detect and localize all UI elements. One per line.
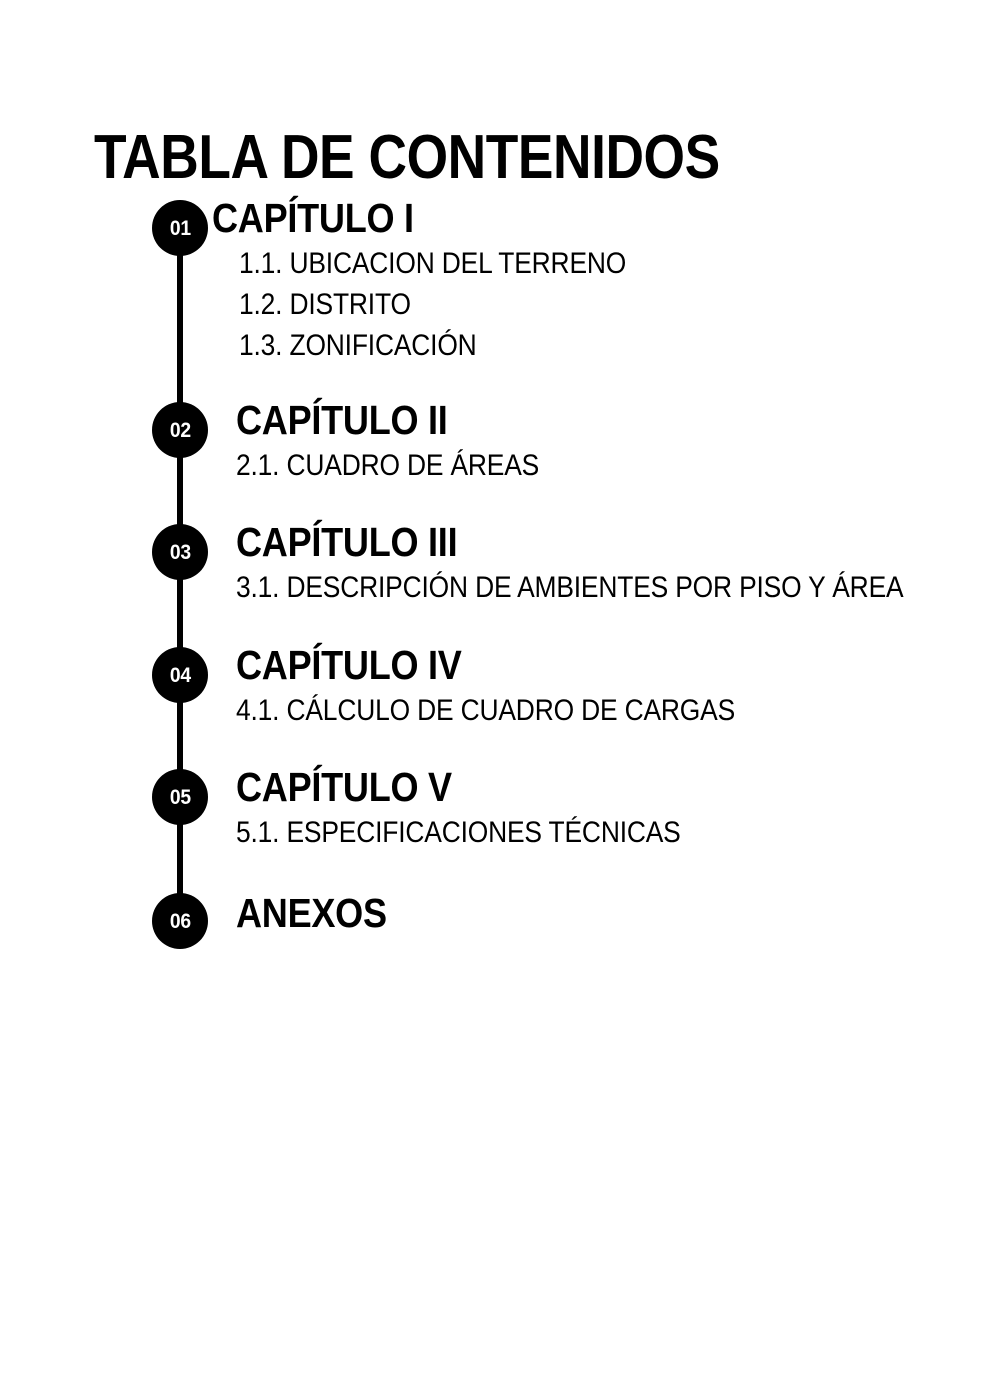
chapter-number-01: 01 — [169, 216, 191, 240]
chapter-content-03: CAPÍTULO III 3.1. DESCRIPCIÓN DE AMBIENT… — [236, 520, 984, 608]
chapter-title-02[interactable]: CAPÍTULO II — [236, 397, 448, 443]
chapter-title-01[interactable]: CAPÍTULO I — [212, 195, 414, 241]
chapter-content-06: ANEXOS — [236, 891, 407, 936]
chapter-marker-06[interactable]: 06 — [152, 893, 208, 949]
chapter-number-04: 04 — [169, 663, 191, 687]
chapter-subitems-02: 2.1. CUADRO DE ÁREAS — [236, 445, 580, 486]
chapter-content-04: CAPÍTULO IV 4.1. CÁLCULO DE CUADRO DE CA… — [236, 643, 803, 731]
chapter-content-02: CAPÍTULO II 2.1. CUADRO DE ÁREAS — [236, 398, 580, 486]
chapter-marker-01[interactable]: 01 — [152, 200, 208, 256]
chapter-subitems-01: 1.1. UBICACION DEL TERRENO 1.2. DISTRITO… — [239, 243, 679, 366]
chapter-content-05: CAPÍTULO V 5.1. ESPECIFICACIONES TÉCNICA… — [236, 765, 741, 853]
subitem-5-1[interactable]: 5.1. ESPECIFICACIONES TÉCNICAS — [236, 816, 681, 849]
chapter-subitems-05: 5.1. ESPECIFICACIONES TÉCNICAS — [236, 812, 741, 853]
chapter-marker-04[interactable]: 04 — [152, 647, 208, 703]
subitem-4-1[interactable]: 4.1. CÁLCULO DE CUADRO DE CARGAS — [236, 694, 736, 727]
chapter-number-03: 03 — [169, 540, 191, 564]
chapter-number-05: 05 — [169, 785, 191, 809]
chapter-title-03[interactable]: CAPÍTULO III — [236, 519, 458, 565]
chapter-title-05[interactable]: CAPÍTULO V — [236, 764, 452, 810]
subitem-1-3[interactable]: 1.3. ZONIFICACIÓN — [239, 329, 477, 362]
chapter-marker-02[interactable]: 02 — [152, 402, 208, 458]
subitem-1-1[interactable]: 1.1. UBICACION DEL TERRENO — [239, 247, 627, 280]
chapter-number-02: 02 — [169, 418, 191, 442]
chapter-subitems-04: 4.1. CÁLCULO DE CUADRO DE CARGAS — [236, 690, 803, 731]
page-title: TABLA DE CONTENIDOS — [94, 122, 720, 192]
chapter-title-06[interactable]: ANEXOS — [236, 890, 387, 936]
chapter-marker-05[interactable]: 05 — [152, 769, 208, 825]
chapter-number-06: 06 — [169, 909, 191, 933]
subitem-1-2[interactable]: 1.2. DISTRITO — [239, 288, 411, 321]
chapter-marker-03[interactable]: 03 — [152, 524, 208, 580]
subitem-3-1[interactable]: 3.1. DESCRIPCIÓN DE AMBIENTES POR PISO Y… — [236, 571, 904, 604]
subitem-2-1[interactable]: 2.1. CUADRO DE ÁREAS — [236, 449, 540, 482]
chapter-subitems-03: 3.1. DESCRIPCIÓN DE AMBIENTES POR PISO Y… — [236, 567, 984, 608]
chapter-title-04[interactable]: CAPÍTULO IV — [236, 642, 462, 688]
chapter-content-01: CAPÍTULO I 1.1. UBICACION DEL TERRENO 1.… — [212, 196, 679, 366]
